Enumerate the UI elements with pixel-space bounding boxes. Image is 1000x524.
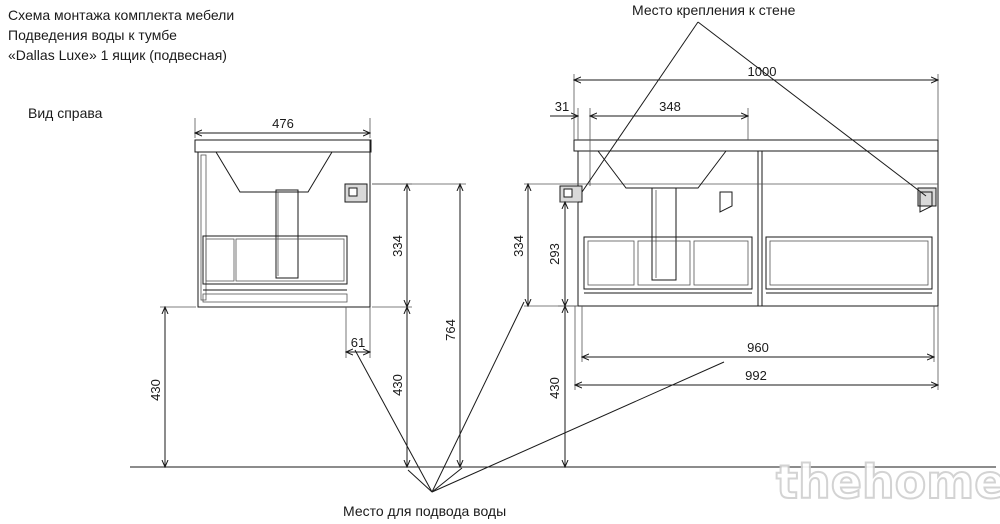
dim-front-1000: 1000 [748, 64, 777, 79]
dim-side-764: 764 [443, 319, 458, 341]
side-basin [215, 151, 333, 193]
front-siphon [651, 187, 677, 281]
front-drawer-left [583, 236, 753, 290]
dim-front-334: 334 [511, 235, 526, 257]
dim-side-61: 61 [351, 335, 365, 350]
leader-wall-left [581, 21, 699, 193]
dim-front-293: 293 [547, 243, 562, 265]
front-hook-left [719, 191, 733, 213]
dim-side-430-right: 430 [390, 374, 405, 396]
dim-front-960: 960 [747, 340, 769, 355]
side-drawer [202, 235, 348, 285]
side-countertop [194, 139, 372, 153]
side-view-label: Вид справа [28, 105, 103, 121]
dim-side-width: 476 [272, 116, 294, 131]
title-line-2: Подведения воды к тумбе [8, 27, 177, 43]
side-view: 476 334 430 764 430 61 [148, 116, 466, 467]
front-hook-right [919, 191, 933, 213]
front-drawer-right [765, 236, 933, 290]
title-line-3: «Dallas Luxe» 1 ящик (подвесная) [8, 47, 227, 63]
front-countertop [573, 139, 939, 152]
front-basin [597, 150, 727, 189]
title-line-1: Схема монтажа комплекта мебели [8, 7, 234, 23]
leader-wall-right [697, 21, 927, 197]
dim-side-334: 334 [390, 235, 405, 257]
front-wall-bracket-right [917, 187, 937, 207]
dim-front-430: 430 [547, 377, 562, 399]
callout-wall-mount: Место крепления к стене [632, 2, 796, 18]
callout-water-supply: Место для подвода воды [343, 503, 506, 519]
watermark-logo: thehome [776, 455, 1000, 509]
dim-front-31: 31 [555, 99, 569, 114]
front-view: 1000 31 348 334 293 430 960 992 [511, 64, 938, 467]
dim-front-348: 348 [659, 99, 681, 114]
dim-side-430-left: 430 [148, 379, 163, 401]
side-siphon [275, 189, 299, 279]
water-leaders [354, 301, 725, 493]
dim-front-992: 992 [745, 368, 767, 383]
